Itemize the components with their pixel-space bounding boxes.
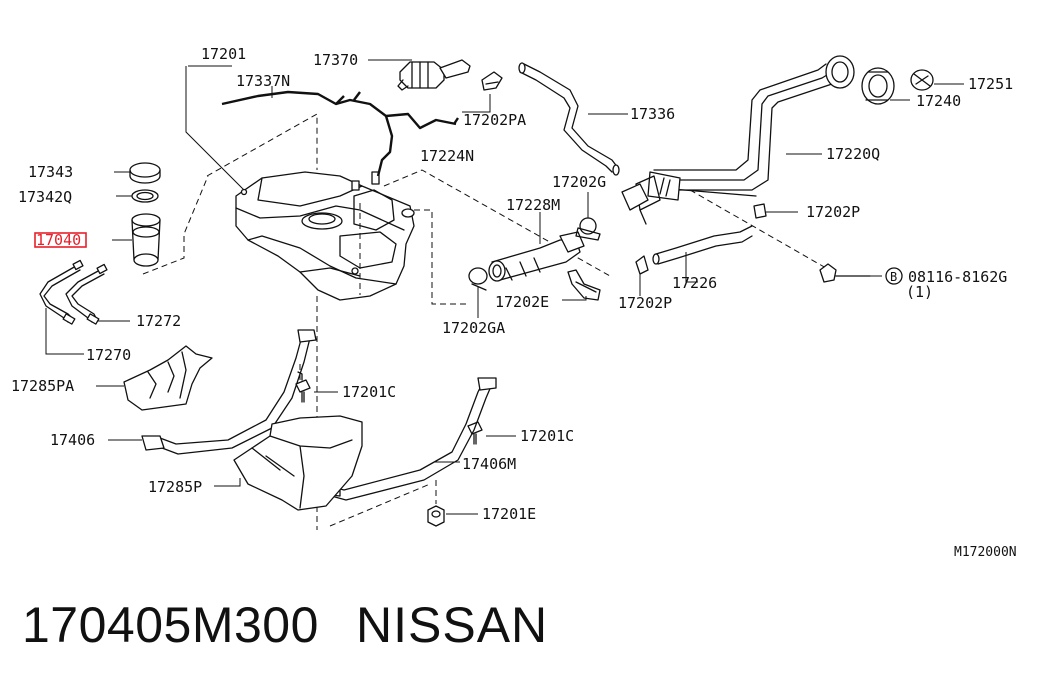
strap-17406 [141,329,317,455]
label-17285P: 17285P [148,478,202,496]
label-17270: 17270 [86,346,131,364]
label-17220Q: 17220Q [826,145,880,163]
nut-17201E [427,505,445,527]
fuel-tank [235,171,415,301]
label-17202GA: 17202GA [442,319,505,337]
footer-part-number: 170405M300 [22,597,319,653]
label-17343: 17343 [28,163,73,181]
evap-valve [397,59,471,91]
fuel-lines-17270 [39,259,108,325]
label-17406: 17406 [50,431,95,449]
highlight-box [34,232,87,248]
bolt-17201C-lower [467,421,483,445]
diagram-code: M172000N [954,545,1017,560]
label-17201C-lower: 17201C [520,427,574,445]
label-17336: 17336 [630,105,675,123]
clip-17202PA [481,71,503,91]
packing-17342Q [131,189,159,203]
label-17228M: 17228M [506,196,560,214]
label-ref-circle: B [890,270,897,284]
label-17202P-lower: 17202P [618,294,672,312]
label-17406M: 17406M [462,455,516,473]
clip-17202G [575,217,601,241]
label-08116-8162G: 08116-8162G [908,268,1007,286]
label-17201: 17201 [201,45,246,63]
hose-17336 [518,62,620,176]
bolt-08116 [819,263,871,283]
heat-shield-17285P [233,415,363,511]
lock-ring-17343 [129,162,161,184]
label-17370: 17370 [313,51,358,69]
label-17224N: 17224N [420,147,474,165]
bracket-17202E [567,269,601,301]
fuel-pump-17040 [131,213,161,267]
label-17285PA: 17285PA [11,377,74,395]
label-08116-qty: (1) [906,283,933,301]
footer-brand: NISSAN [356,597,549,653]
label-17342Q: 17342Q [18,188,72,206]
filler-cap-17251 [910,69,934,91]
hose-17226 [635,225,753,275]
bolt-17201C-upper [295,371,311,403]
label-17040-highlighted: 17040 [36,231,81,249]
label-17251: 17251 [968,75,1013,93]
label-17272: 17272 [136,312,181,330]
label-17202G: 17202G [552,173,606,191]
clip-17202P-upper [753,203,767,219]
label-17240: 17240 [916,92,961,110]
ref-circle-icon [885,267,903,285]
label-17201C-upper: 17201C [342,383,396,401]
label-17202P-upper: 17202P [806,203,860,221]
label-17202PA: 17202PA [463,111,526,129]
label-17337N: 17337N [236,72,290,90]
filler-ring-17240 [861,67,895,105]
heat-shield-17285PA [123,345,213,411]
label-17201E: 17201E [482,505,536,523]
clip-17202GA [468,267,488,291]
label-17226: 17226 [672,274,717,292]
label-17202E: 17202E [495,293,549,311]
evap-harness [221,90,459,177]
filler-tube [621,55,855,225]
